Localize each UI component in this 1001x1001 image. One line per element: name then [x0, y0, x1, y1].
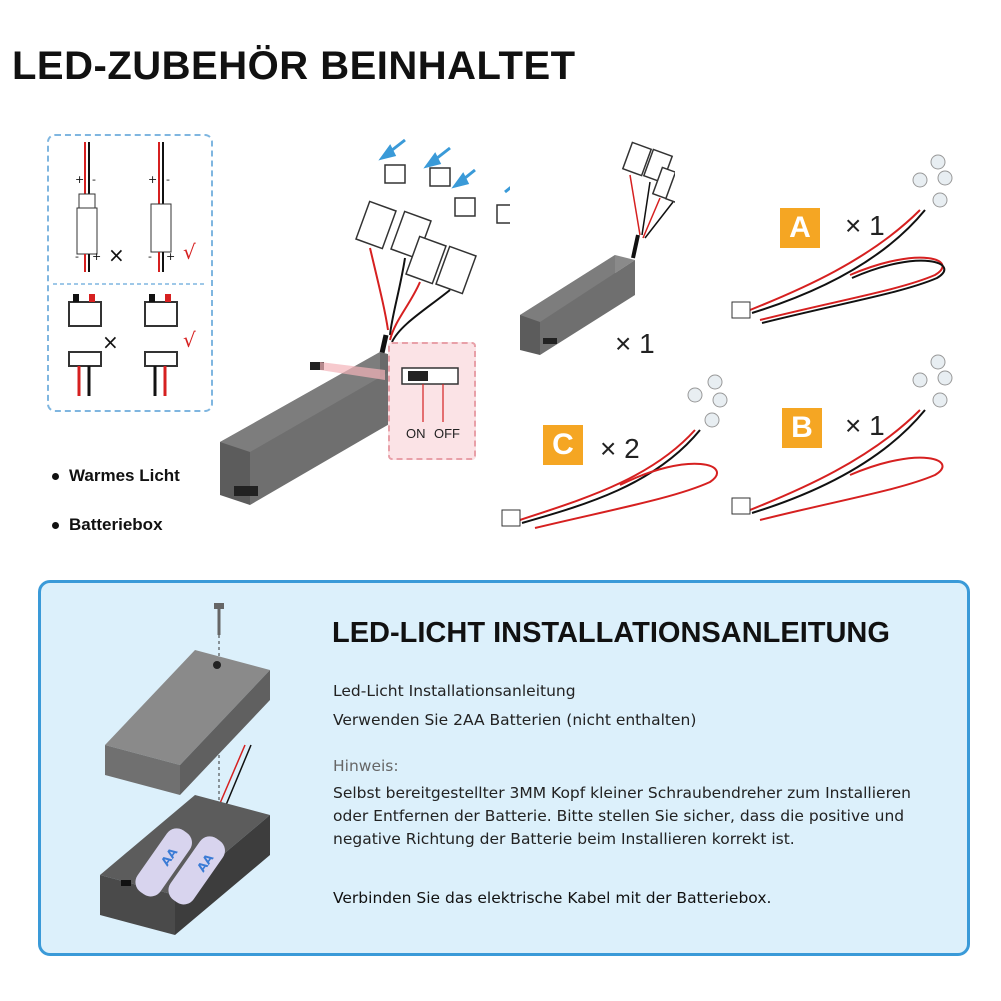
right-mark: √	[183, 240, 196, 264]
small-box-quantity: × 1	[615, 328, 655, 359]
switch-off-label: OFF	[434, 426, 460, 441]
bullet-dot	[52, 522, 59, 530]
installation-line-1: Led-Licht Installationsanleitung	[333, 682, 576, 700]
switch-drawing	[401, 367, 459, 422]
plus-sign: +	[92, 250, 102, 263]
installation-line-2: Verwenden Sie 2AA Batterien (nicht entha…	[333, 711, 697, 729]
minus-sign: -	[166, 173, 170, 186]
battery-installation-illustration	[100, 603, 270, 935]
installation-title: LED-LICHT INSTALLATIONSANLEITUNG	[332, 617, 890, 649]
minus-sign: -	[148, 250, 152, 263]
note-text: Selbst bereitgestellter 3MM Kopf kleiner…	[333, 784, 911, 848]
switch-inset	[388, 342, 476, 460]
bullet-label: Warmes Licht	[69, 466, 180, 485]
plus-sign: +	[148, 173, 158, 186]
connect-instruction: Verbinden Sie das elektrische Kabel mit …	[333, 889, 772, 907]
page-title: LED-ZUBEHÖR BEINHALTET	[12, 44, 576, 88]
wrong-mark: ×	[108, 243, 125, 267]
led-b-quantity: × 1	[845, 410, 885, 441]
wrong-mark: ×	[102, 330, 119, 354]
led-a-cable	[731, 154, 953, 324]
led-c-quantity: × 2	[600, 433, 640, 464]
switch-on-label: ON	[406, 426, 426, 441]
note-label: Hinweis:	[333, 757, 399, 775]
plus-sign: +	[166, 250, 176, 263]
bullet-battery-box: Batteriebox	[52, 515, 163, 535]
minus-sign: -	[75, 250, 79, 263]
led-b-cable	[731, 354, 953, 521]
battery-box-illustration	[220, 138, 510, 505]
badge-b: B	[782, 408, 822, 448]
plus-sign: +	[75, 173, 85, 186]
bullet-dot	[52, 473, 59, 481]
badge-a: A	[780, 208, 820, 248]
right-mark: √	[183, 328, 196, 352]
badge-c: C	[543, 425, 583, 465]
bullet-label: Batteriebox	[69, 515, 163, 534]
led-c-cable	[501, 374, 728, 529]
minus-sign: -	[92, 173, 96, 186]
bullet-warm-light: Warmes Licht	[52, 466, 180, 486]
led-a-quantity: × 1	[845, 210, 885, 241]
connector-guide	[47, 134, 213, 412]
small-battery-box	[520, 141, 675, 355]
connector-guide-drawing	[53, 142, 205, 396]
